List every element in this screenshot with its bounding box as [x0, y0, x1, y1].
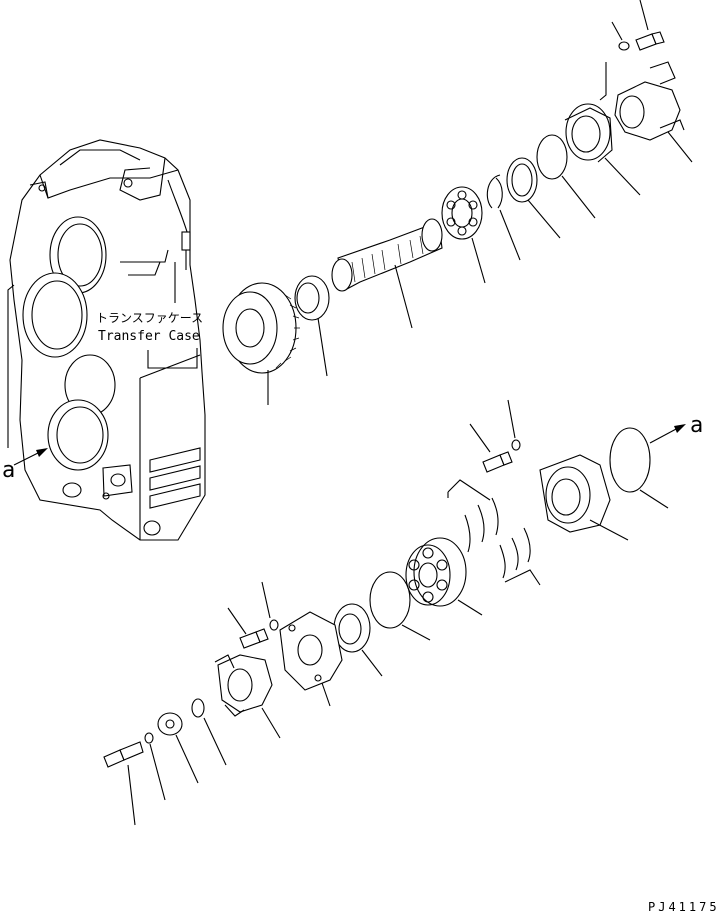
bearing-lower	[405, 537, 483, 616]
cover-plate-lower	[279, 611, 343, 707]
ref-label-left: a	[2, 458, 15, 483]
seal-ring	[294, 275, 330, 377]
figure-code: PJ41175	[648, 900, 719, 912]
cage-upper	[564, 103, 641, 196]
bolt-lower-mid	[227, 581, 279, 649]
reference-arrow-right: a	[649, 413, 703, 444]
bolt-lower-left	[103, 732, 166, 826]
o-ring-lower-small	[369, 571, 431, 641]
washer-disc-lower	[157, 698, 227, 784]
seal-lower	[333, 603, 383, 677]
bolt-upper	[599, 0, 665, 101]
ref-label-right: a	[690, 413, 703, 438]
reference-arrow-left: a	[2, 284, 48, 483]
case-label-jp: トランスファケース	[96, 311, 203, 325]
case-label-en: Transfer Case	[98, 329, 200, 344]
splined-shaft	[331, 218, 443, 329]
bearing-upper	[441, 186, 486, 284]
o-ring-lower-large	[609, 427, 669, 509]
large-gear	[222, 282, 300, 405]
shim-set	[447, 479, 541, 586]
yoke-upper	[614, 61, 693, 163]
transfer-case-housing	[9, 139, 206, 541]
cage-lower	[539, 454, 629, 541]
yoke-lower	[214, 654, 281, 739]
o-ring-upper	[536, 134, 596, 219]
bearing-race-upper	[506, 157, 561, 239]
case-label: トランスファケース Transfer Case	[96, 261, 203, 369]
bolt-lower-right	[469, 399, 521, 473]
snap-ring-upper	[486, 174, 521, 261]
